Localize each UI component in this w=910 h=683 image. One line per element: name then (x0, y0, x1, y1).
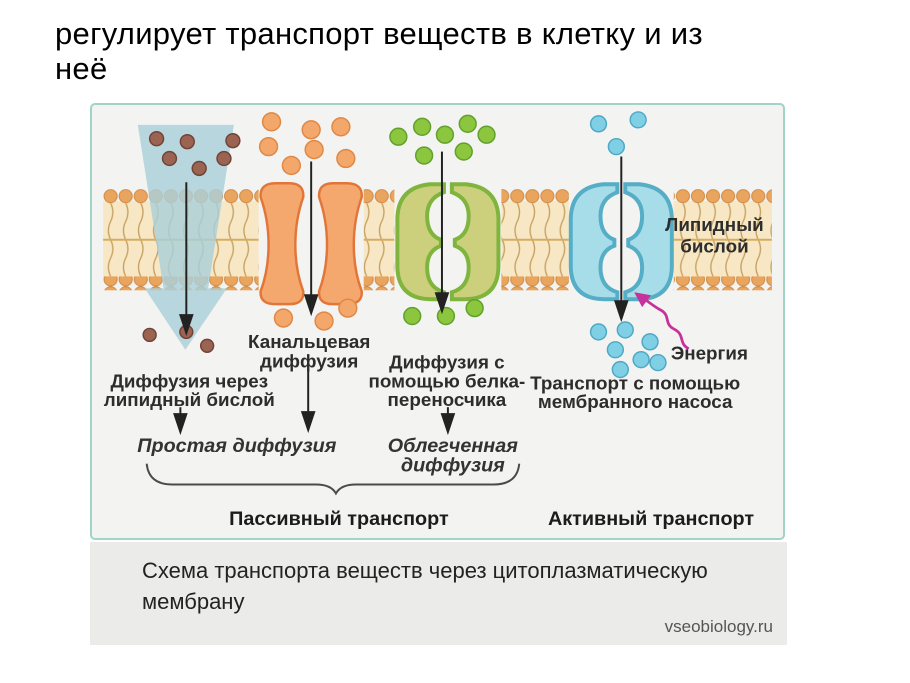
channel-protein-right-half (317, 182, 363, 306)
lipid-diffusion-label-arrow (173, 407, 188, 436)
membrane-transport-diagram: Липидный бислой Канальцевая диффузия Диф… (103, 111, 772, 530)
slide-title-line2: неё (55, 51, 108, 86)
pump-protein-right-half (623, 182, 674, 302)
label-pump-transport-line2: мембранного насоса (538, 391, 733, 412)
orange-molecules (258, 112, 358, 331)
label-energy: Энергия (671, 343, 748, 364)
carrier-protein-right-half (449, 182, 501, 302)
label-lipid-diffusion-line1: Диффузия через (110, 370, 268, 391)
label-simple-diffusion: Простая диффузия (137, 435, 337, 457)
channel-label-arrow (300, 370, 316, 434)
carrier-protein-left-half (395, 182, 446, 302)
label-passive-transport: Пассивный транспорт (229, 508, 449, 530)
label-facilitated-diffusion-line2: диффузия (401, 455, 505, 477)
green-molecules (389, 114, 496, 326)
label-facilitated-diffusion-line1: Облегченная (388, 435, 519, 457)
brown-molecules (142, 131, 241, 353)
channel-flow-arrow (303, 161, 319, 317)
caption-line1: Схема транспорта веществ через цитоплазм… (142, 558, 708, 583)
pump-flow-arrow (613, 156, 629, 323)
carrier-flow-arrow (434, 151, 450, 315)
label-pump-transport-line1: Транспорт с помощью (530, 372, 740, 393)
watermark: vseobiology.ru (664, 617, 773, 636)
slide-title: регулирует транспорт веществ в клетку и … (55, 16, 855, 86)
diagram-panel: Липидный бислой Канальцевая диффузия Диф… (90, 103, 785, 540)
label-carrier-diffusion-line2: помощью белка- (369, 370, 526, 391)
carrier-diffusion-label-arrow (440, 407, 456, 436)
label-carrier-diffusion-line1: Диффузия с (389, 352, 504, 373)
flow-arrows (173, 151, 629, 436)
label-carrier-diffusion-line3: переносчика (388, 389, 507, 410)
energy-arrow (634, 292, 690, 350)
caption-panel: Схема транспорта веществ через цитоплазм… (90, 542, 787, 645)
simple-diffusion-flow-arrow (179, 182, 194, 337)
passive-transport-brace (145, 463, 521, 496)
label-channel-diffusion-line2: диффузия (260, 351, 358, 372)
slide-title-line1: регулирует транспорт веществ в клетку и … (55, 16, 703, 51)
label-lipid-diffusion-line2: липидный бислой (104, 389, 275, 410)
label-channel-diffusion-line1: Канальцевая (248, 331, 370, 352)
pump-protein-left-half (568, 182, 620, 302)
label-lipid-bilayer-line1: Липидный (665, 214, 764, 235)
label-active-transport: Активный транспорт (548, 508, 754, 530)
blue-molecules (589, 111, 667, 379)
label-lipid-bilayer-line2: бислой (680, 236, 748, 257)
caption-text: Схема транспорта веществ через цитоплазм… (142, 555, 708, 617)
caption-line2: мембрану (142, 589, 245, 614)
channel-protein-left-half (259, 182, 305, 306)
carrier-protein (394, 182, 502, 303)
